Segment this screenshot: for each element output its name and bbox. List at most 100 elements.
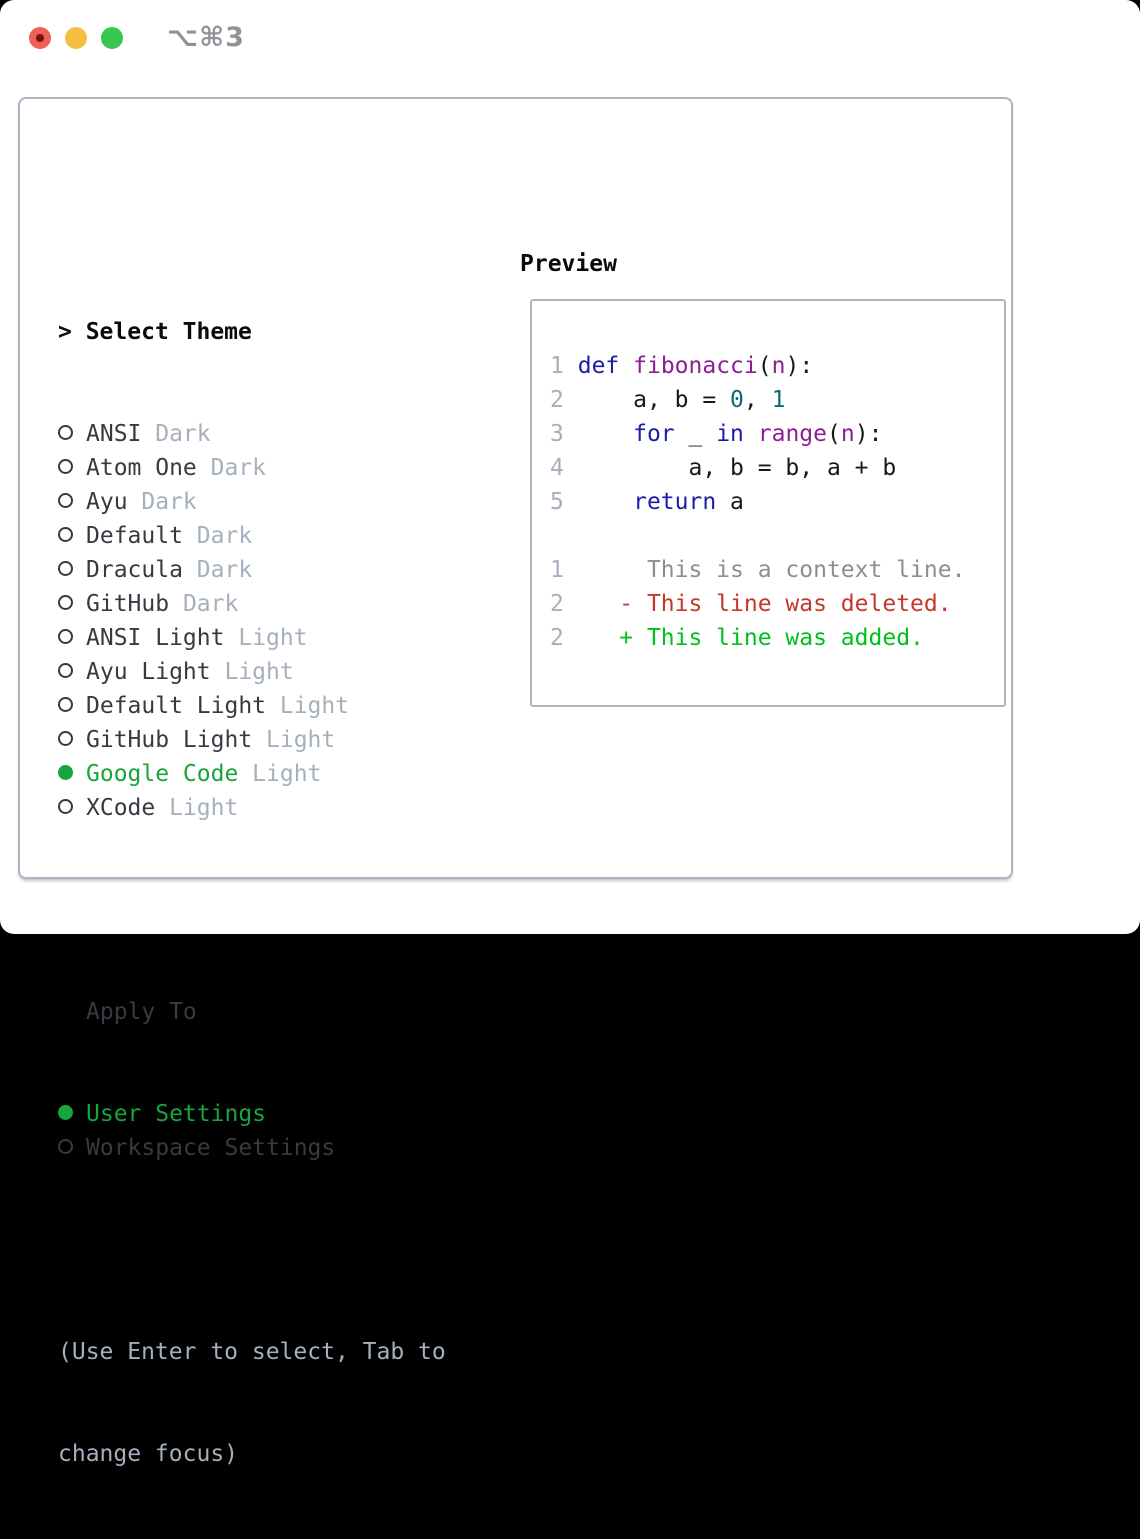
theme-name: Ayu xyxy=(86,489,128,515)
select-theme-label: Select Theme xyxy=(85,319,252,345)
code-token: n xyxy=(840,421,855,447)
code-token: a, b = xyxy=(563,387,731,413)
apply-option-label: User Settings xyxy=(86,1101,267,1127)
theme-option-ansi-light[interactable]: ANSI Light Light xyxy=(58,621,446,655)
apply-option-user-settings[interactable]: User Settings xyxy=(58,1097,446,1131)
diff-line-context: 1 This is a context line. xyxy=(550,553,1004,587)
theme-option-ayu[interactable]: Ayu Dark xyxy=(58,485,446,519)
theme-variant: Light xyxy=(252,727,336,753)
radio-icon xyxy=(58,1139,73,1154)
theme-variant: Light xyxy=(155,795,239,821)
theme-option-github-light[interactable]: GitHub Light Light xyxy=(58,723,446,757)
code-token: in xyxy=(716,421,744,447)
diff-line-added: 2 + This line was added. xyxy=(550,621,1004,655)
theme-option-xcode[interactable]: XCode Light xyxy=(58,791,446,825)
theme-name: Atom One xyxy=(86,455,197,481)
theme-name: Default xyxy=(86,523,183,549)
zoom-button[interactable] xyxy=(101,27,123,49)
diff-preview: 1 This is a context line.2 - This line w… xyxy=(550,553,1004,655)
code-token: fibonacci xyxy=(633,353,758,379)
spacer xyxy=(58,893,446,927)
theme-name: Google Code xyxy=(86,761,239,787)
line-number: 4 xyxy=(550,455,564,481)
line-number: 5 xyxy=(550,489,564,515)
theme-name: XCode xyxy=(86,795,156,821)
close-button[interactable] xyxy=(29,27,51,49)
theme-option-default-light[interactable]: Default Light Light xyxy=(58,689,446,723)
help-text-line-1: (Use Enter to select, Tab to xyxy=(58,1339,446,1365)
diff-text: + This line was added. xyxy=(563,625,924,651)
radio-icon xyxy=(58,697,73,712)
apply-option-label: Workspace Settings xyxy=(86,1135,336,1161)
radio-icon xyxy=(58,799,73,814)
theme-variant: Light xyxy=(238,761,322,787)
code-token: for xyxy=(633,421,675,447)
line-number: 3 xyxy=(550,421,564,447)
line-number: 2 xyxy=(550,387,564,413)
select-theme-header: > Select Theme xyxy=(58,315,446,349)
theme-option-google-code[interactable]: Google Code Light xyxy=(58,757,446,791)
theme-variant: Light xyxy=(210,659,294,685)
code-token: , xyxy=(743,387,772,413)
code-token: _ xyxy=(674,421,717,447)
radio-icon xyxy=(58,629,73,644)
radio-selected-icon xyxy=(58,1105,73,1120)
line-number: 2 xyxy=(550,591,564,617)
code-token: range xyxy=(757,421,828,447)
line-number: 2 xyxy=(550,625,564,651)
code-token xyxy=(564,421,633,447)
theme-variant: Dark xyxy=(127,489,197,515)
radio-icon xyxy=(58,527,73,542)
code-token: a, b = b, a + b xyxy=(563,455,897,481)
radio-selected-icon xyxy=(58,765,73,780)
code-token xyxy=(564,353,578,379)
diff-line-deleted: 2 - This line was deleted. xyxy=(550,587,1004,621)
code-token: 0 xyxy=(730,387,744,413)
diff-text: - This line was deleted. xyxy=(563,591,952,617)
theme-option-ayu-light[interactable]: Ayu Light Light xyxy=(58,655,446,689)
code-line: 2 a, b = 0, 1 xyxy=(550,383,1004,417)
theme-variant: Dark xyxy=(182,523,253,549)
theme-variant: Dark xyxy=(182,557,253,583)
line-number: 1 xyxy=(550,353,564,379)
theme-option-dracula[interactable]: Dracula Dark xyxy=(58,553,446,587)
theme-variant: Dark xyxy=(196,455,267,481)
apply-option-workspace-settings[interactable]: Workspace Settings xyxy=(58,1131,446,1165)
radio-icon xyxy=(58,663,73,678)
code-token xyxy=(744,421,758,447)
theme-option-default[interactable]: Default Dark xyxy=(58,519,446,553)
code-token: return xyxy=(633,489,717,515)
spacer xyxy=(58,1233,446,1267)
radio-icon xyxy=(58,561,73,576)
theme-name: Dracula xyxy=(86,557,183,583)
line-number: 1 xyxy=(550,557,564,583)
code-token: ( xyxy=(757,353,772,379)
theme-name: Default Light xyxy=(86,693,267,719)
focus-caret-icon: > xyxy=(58,319,72,345)
code-line: 1 def fibonacci(n): xyxy=(550,349,1004,383)
theme-name: Ayu Light xyxy=(86,659,211,685)
theme-name: ANSI xyxy=(86,421,142,447)
theme-variant: Light xyxy=(266,693,350,719)
theme-name: ANSI Light xyxy=(86,625,225,651)
code-line: 4 a, b = b, a + b xyxy=(550,451,1004,485)
minimize-button[interactable] xyxy=(65,27,87,49)
code-token: ): xyxy=(785,353,814,379)
code-token: n xyxy=(771,353,786,379)
radio-icon xyxy=(58,425,73,440)
theme-option-ansi[interactable]: ANSI Dark xyxy=(58,417,446,451)
radio-icon xyxy=(58,731,73,746)
radio-icon xyxy=(58,493,73,508)
close-dot-icon xyxy=(36,34,44,42)
theme-option-github[interactable]: GitHub Dark xyxy=(58,587,446,621)
diff-text: This is a context line. xyxy=(563,557,966,583)
apply-to-header: Apply To xyxy=(86,999,197,1025)
code-token xyxy=(619,353,633,379)
theme-name: GitHub Light xyxy=(86,727,253,753)
theme-option-atom-one[interactable]: Atom One Dark xyxy=(58,451,446,485)
code-token: a xyxy=(716,489,744,515)
